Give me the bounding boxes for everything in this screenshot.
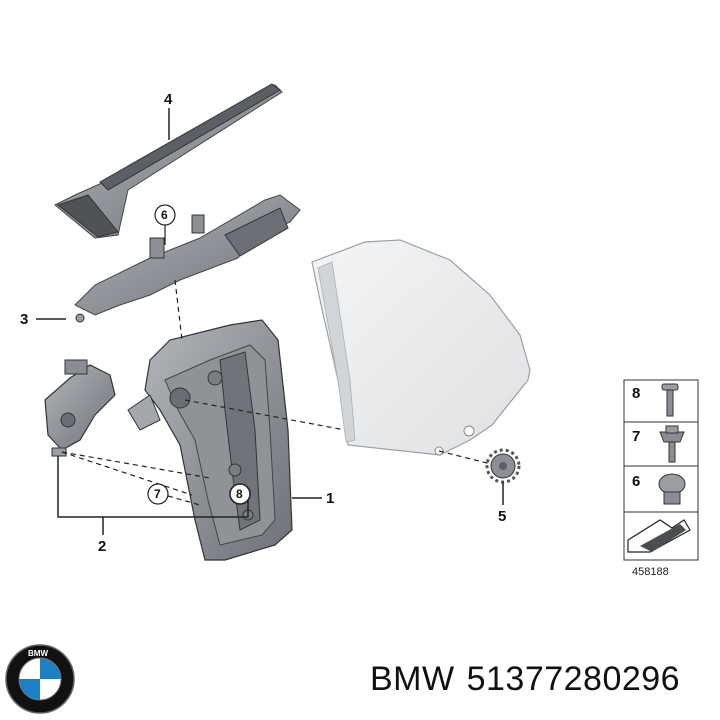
diagram-id: 458188	[632, 566, 669, 578]
part-number-caption: BMW 51377280296	[370, 660, 692, 699]
callout-part-1: 1	[326, 490, 334, 507]
callout-part-4: 4	[164, 91, 173, 108]
brand-name: BMW	[370, 660, 455, 698]
callout-part-7: 7	[147, 483, 169, 505]
nut-6-icon	[658, 473, 686, 505]
svg-text:8: 8	[236, 487, 243, 501]
part-1-window-regulator	[127, 279, 346, 561]
bolt-8-icon	[661, 383, 679, 417]
callout-part-2: 2	[98, 538, 106, 555]
part-5-gear	[485, 448, 521, 505]
part-3-upper-rail	[36, 194, 301, 323]
svg-text:7: 7	[154, 487, 161, 501]
arrow-icon	[627, 519, 691, 553]
legend-item-7: 7	[632, 428, 640, 445]
legend-item-6: 6	[632, 473, 640, 490]
part-4-window-seal	[54, 83, 283, 239]
svg-text:BMW: BMW	[28, 649, 48, 658]
part-number: 51377280296	[466, 660, 681, 698]
door-glass-panel	[311, 239, 531, 466]
callout-part-3: 3	[20, 311, 28, 328]
callout-part-8: 8	[229, 483, 251, 505]
part-2-window-motor	[44, 359, 249, 535]
bmw-roundel-logo: BMW	[5, 644, 75, 714]
callout-part-5: 5	[498, 508, 506, 525]
legend-item-8: 8	[632, 385, 640, 402]
fastener-legend: 8 7 6 458188	[623, 379, 699, 578]
callout-part-6: 6	[154, 204, 176, 245]
bolt-7-icon	[659, 425, 685, 463]
svg-text:6: 6	[161, 208, 168, 222]
